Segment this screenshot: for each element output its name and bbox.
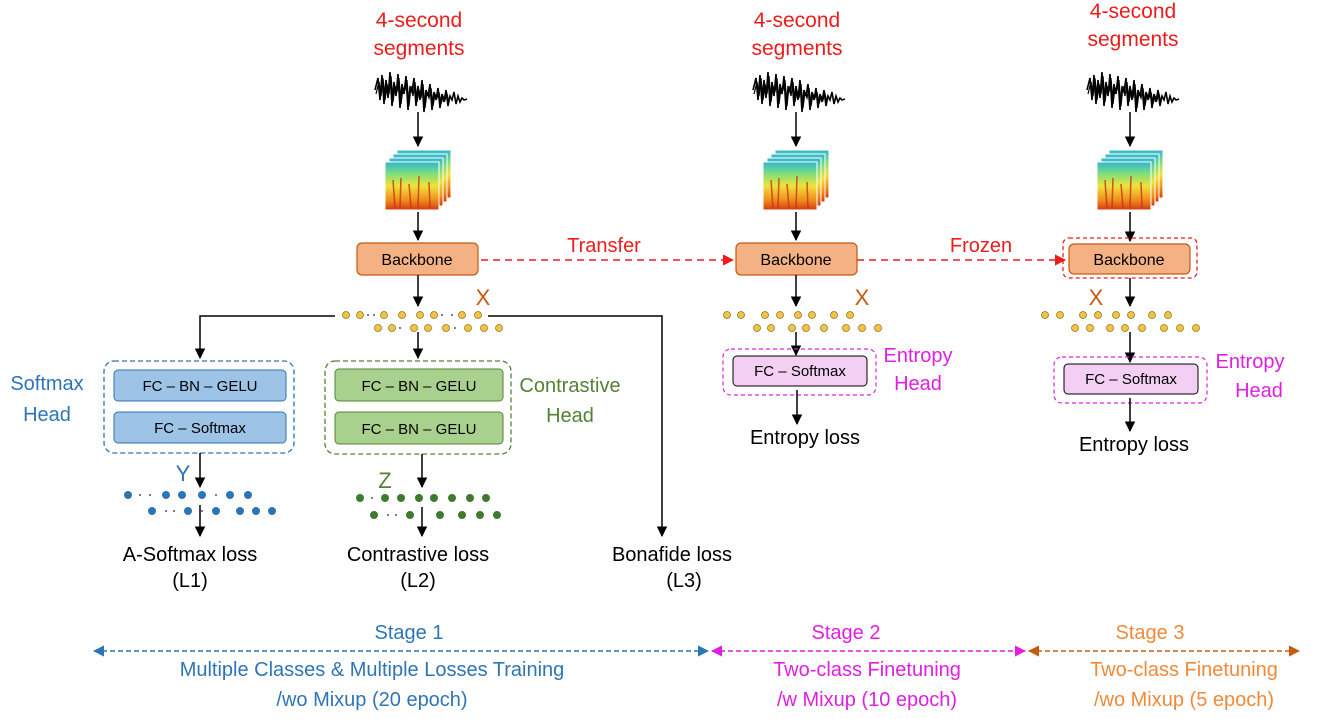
feature-label-x-stage3: X — [1089, 285, 1104, 310]
feature-vector-x-stage2 — [723, 311, 882, 332]
spectrogram-icon — [1096, 149, 1164, 211]
softmax-head-layer-2: FC – Softmax — [113, 411, 287, 444]
stage2-desc-line1: Two-class Finetuning — [773, 659, 961, 681]
loss-contrastive-code: (L2) — [400, 570, 436, 592]
waveform-icon — [752, 71, 846, 113]
segments-label-1-line1: 4-second — [376, 9, 462, 32]
svg-text:FC – BN – GELU: FC – BN – GELU — [142, 378, 257, 395]
softmax-head-frame — [103, 360, 295, 454]
contrastive-head-title-line2: Head — [546, 405, 594, 427]
svg-text:FC – BN – GELU: FC – BN – GELU — [361, 378, 476, 395]
segments-label-2-line1: 4-second — [754, 9, 840, 32]
stage2-desc-line2: /w Mixup (10 epoch) — [777, 689, 957, 711]
loss-entropy-stage3: Entropy loss — [1079, 434, 1189, 456]
feature-vector-x-stage1 — [342, 311, 503, 332]
svg-text:FC – Softmax: FC – Softmax — [154, 420, 246, 437]
loss-bonafide-code: (L3) — [666, 570, 702, 592]
loss-entropy-stage2: Entropy loss — [750, 427, 860, 449]
svg-text:FC – Softmax: FC – Softmax — [1085, 371, 1177, 388]
contrastive-head-layer-1: FC – BN – GELU — [334, 368, 504, 402]
stage1-label: Stage 1 — [375, 622, 444, 644]
svg-text:FC – BN – GELU: FC – BN – GELU — [361, 421, 476, 438]
transfer-label: Transfer — [567, 235, 641, 257]
segments-label-3-line2: segments — [1087, 28, 1178, 51]
waveform-icon — [374, 71, 468, 113]
feature-vector-x-stage3 — [1041, 311, 1200, 332]
backbone-box-stage1: Backbone — [356, 242, 479, 276]
stage1-desc-line2: /wo Mixup (20 epoch) — [276, 689, 467, 711]
segments-label-3-line1: 4-second — [1090, 0, 1176, 23]
loss-a-softmax: A-Softmax loss — [123, 544, 257, 566]
waveform-icon — [1086, 71, 1180, 113]
segments-label-1-line2: segments — [373, 37, 464, 60]
feature-label-x-stage2: X — [855, 285, 870, 310]
svg-text:FC – Softmax: FC – Softmax — [754, 363, 846, 380]
entropy-head-title-stage2-line1: Entropy — [884, 345, 953, 367]
entropy-head-title-stage3-line1: Entropy — [1216, 351, 1285, 373]
feature-label-x-stage1: X — [476, 285, 491, 310]
contrastive-head-layer-2: FC – BN – GELU — [334, 411, 504, 445]
segments-label-2-line2: segments — [751, 37, 842, 60]
contrastive-head-title-line1: Contrastive — [519, 375, 620, 397]
entropy-head-title-stage2-line2: Head — [894, 373, 942, 395]
softmax-head-title-line2: Head — [23, 404, 71, 426]
entropy-head-layer-stage3: FC – Softmax — [1063, 363, 1199, 395]
svg-text:Backbone: Backbone — [381, 252, 452, 269]
output-vector-y — [124, 491, 276, 515]
frozen-label: Frozen — [950, 235, 1012, 257]
entropy-head-layer-stage2: FC – Softmax — [732, 355, 868, 387]
loss-a-softmax-code: (L1) — [172, 570, 208, 592]
entropy-head-title-stage3-line2: Head — [1235, 380, 1283, 402]
output-label-z: Z — [378, 468, 391, 493]
output-label-y: Y — [176, 461, 191, 486]
output-vector-z — [356, 494, 501, 519]
softmax-head-layer-1: FC – BN – GELU — [113, 369, 287, 402]
spectrogram-icon — [762, 149, 830, 211]
loss-bonafide: Bonafide loss — [612, 544, 732, 566]
stage3-desc-line1: Two-class Finetuning — [1090, 659, 1278, 681]
backbone-box-stage3: Backbone — [1068, 243, 1191, 275]
loss-contrastive: Contrastive loss — [347, 544, 489, 566]
stage3-desc-line2: /wo Mixup (5 epoch) — [1094, 689, 1274, 711]
svg-text:Backbone: Backbone — [760, 252, 831, 269]
svg-text:Backbone: Backbone — [1093, 252, 1164, 269]
entropy-head-frame-stage2 — [722, 348, 877, 396]
stage3-label: Stage 3 — [1116, 622, 1185, 644]
stage1-desc-line1: Multiple Classes & Multiple Losses Train… — [180, 659, 565, 681]
stage2-label: Stage 2 — [812, 622, 881, 644]
contrastive-head-frame — [324, 360, 512, 455]
spectrogram-icon — [384, 149, 452, 211]
backbone-box-stage2: Backbone — [735, 242, 858, 276]
softmax-head-title-line1: Softmax — [10, 373, 83, 395]
